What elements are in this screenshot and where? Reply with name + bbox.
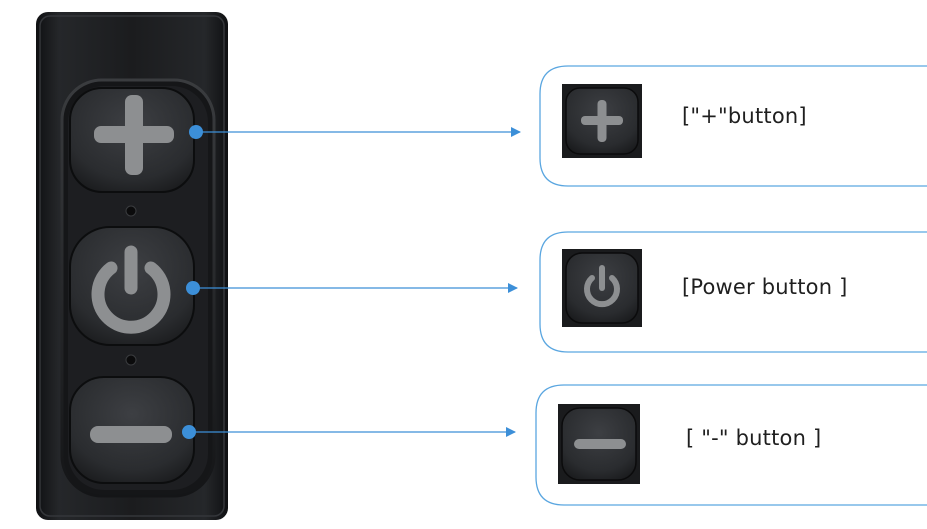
callout-box-plus (539, 65, 927, 187)
power-icon (584, 265, 620, 308)
minus-icon (574, 439, 626, 449)
power-button-label: [Power button ] (682, 275, 848, 299)
power-icon (91, 245, 171, 334)
indicator-dot-top (125, 205, 137, 217)
minus-button-label: [ "-" button ] (686, 426, 822, 450)
callout-box-power (539, 231, 927, 353)
remote-device (36, 12, 228, 520)
plus-button-label: ["+"button] (682, 104, 807, 128)
minus-icon (90, 426, 172, 443)
remote-body-edge (39, 15, 225, 517)
leader-line-minus (182, 425, 516, 439)
plus-icon (94, 95, 174, 175)
thumbnail-power (562, 249, 642, 327)
plus-icon (581, 100, 623, 142)
leader-line-power (186, 281, 518, 295)
minus-button[interactable] (69, 376, 195, 484)
thumbnail-plus (562, 84, 642, 158)
leader-line-plus (189, 125, 521, 139)
thumbnail-minus (558, 404, 640, 484)
callout-box-minus (535, 384, 927, 506)
indicator-dot-bottom (125, 354, 137, 366)
power-button[interactable] (69, 226, 195, 346)
plus-button[interactable] (69, 87, 195, 193)
